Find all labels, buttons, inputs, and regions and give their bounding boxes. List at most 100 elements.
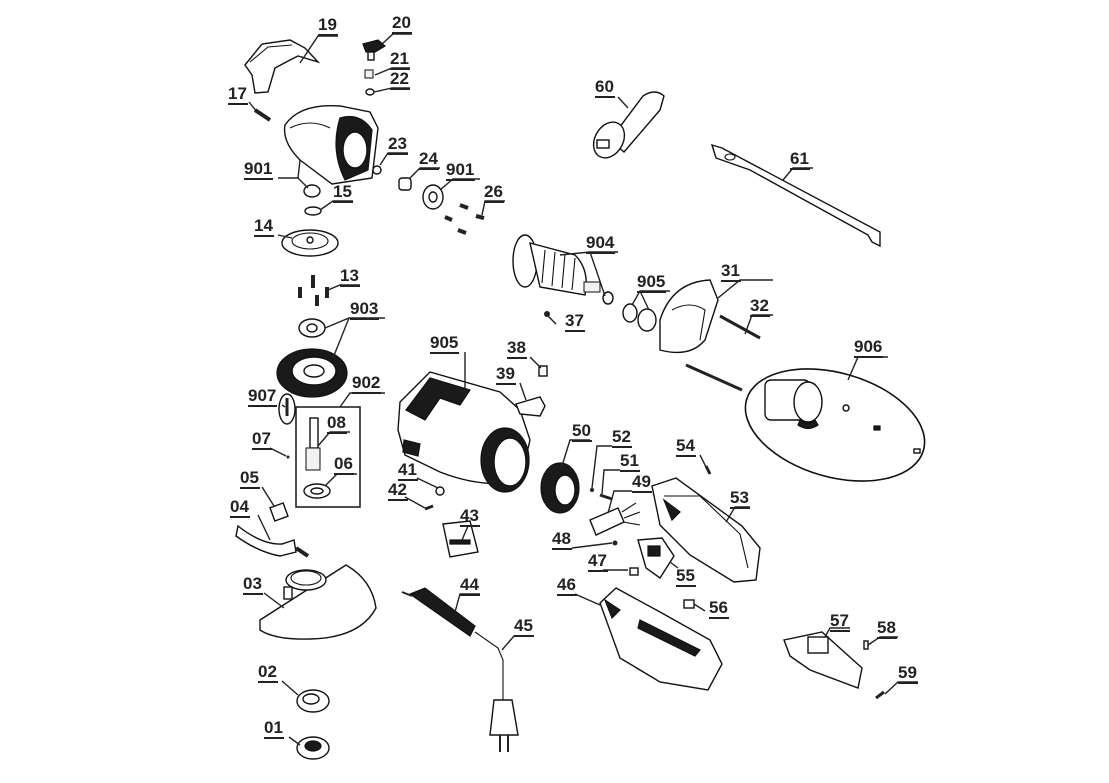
part-label-55: 55 [676, 566, 696, 587]
part-label-904: 904 [586, 233, 616, 254]
part-21-spring [364, 69, 374, 79]
part-60-side-handle [592, 91, 665, 159]
part-label-24: 24 [419, 149, 439, 170]
part-19-cover [244, 39, 321, 94]
part-label-23: 23 [388, 134, 408, 155]
part-label-20: 20 [392, 13, 412, 34]
part-57-switch-bracket [783, 631, 863, 689]
part-label-903: 903 [350, 299, 380, 320]
part-41-clip [435, 486, 445, 496]
part-901-bearing [422, 184, 444, 210]
part-label-905-bearings: 905 [637, 272, 667, 293]
part-label-07: 07 [252, 429, 272, 450]
part-23-pin [372, 165, 382, 175]
part-label-43: 43 [460, 506, 480, 527]
part-label-45: 45 [514, 616, 534, 637]
part-01-nut [296, 736, 330, 760]
part-901-gear-housing [283, 104, 379, 185]
part-52-pin [590, 488, 594, 492]
part-label-56: 56 [709, 598, 729, 619]
part-label-61: 61 [790, 149, 810, 170]
part-label-59: 59 [898, 663, 918, 684]
part-55-switch [637, 537, 675, 579]
part-50-bearing-cover [540, 462, 580, 514]
part-label-39: 39 [496, 364, 516, 385]
part-label-51: 51 [620, 451, 640, 472]
part-906-stator [744, 368, 926, 482]
part-02-flange [296, 689, 330, 713]
part-label-19: 19 [318, 15, 338, 36]
part-05-nut [269, 502, 289, 522]
part-54-screw [704, 465, 712, 475]
part-label-05: 05 [240, 468, 260, 489]
part-label-901-housing: 901 [244, 159, 274, 180]
part-label-50: 50 [572, 421, 592, 442]
part-45-power-cord [474, 631, 519, 752]
part-59-spring [875, 690, 885, 700]
part-04-guard-lever [235, 524, 310, 558]
part-03-wheel-guard [259, 564, 377, 640]
part-46-handle-half [599, 587, 723, 691]
part-label-907: 907 [248, 386, 278, 407]
part-label-22: 22 [390, 69, 410, 90]
part-label-54: 54 [676, 436, 696, 457]
part-51-screw [599, 493, 613, 501]
part-20-lock-button [362, 39, 387, 61]
part-label-48: 48 [552, 529, 572, 550]
part-label-32: 32 [750, 296, 770, 317]
part-32-screw-2 [685, 363, 743, 392]
part-label-21: 21 [390, 49, 410, 70]
part-label-47: 47 [588, 551, 608, 572]
part-26-screws [444, 203, 485, 235]
part-label-44: 44 [460, 575, 480, 596]
part-label-38: 38 [507, 338, 527, 359]
part-905-bearing-pair [622, 303, 657, 332]
part-label-13: 13 [340, 266, 360, 287]
part-label-53: 53 [730, 488, 750, 509]
part-label-15: 15 [333, 182, 353, 203]
part-907-screw-set [278, 393, 296, 425]
part-label-46: 46 [557, 575, 577, 596]
part-47-cap [629, 567, 639, 576]
part-49-suppressor [589, 502, 641, 536]
part-label-37: 37 [565, 311, 585, 332]
part-904-armature [512, 234, 614, 305]
part-07-key [286, 455, 290, 459]
part-13-screws [298, 275, 329, 306]
part-label-60: 60 [595, 77, 615, 98]
part-label-58: 58 [877, 618, 897, 639]
part-61-pin-wrench [710, 143, 881, 248]
part-label-902: 902 [352, 373, 382, 394]
part-label-57: 57 [830, 611, 850, 632]
part-24-bushing [398, 177, 412, 191]
part-42-screw [424, 504, 434, 511]
part-label-26: 26 [484, 182, 504, 203]
part-48-screw [612, 540, 618, 546]
part-label-31: 31 [721, 261, 741, 282]
part-22-clip [365, 88, 375, 96]
part-17-screw [253, 108, 272, 122]
part-39-brush-holder [515, 396, 546, 417]
part-58-screw [863, 640, 869, 650]
part-903-bearing [298, 318, 326, 338]
part-32-screw [719, 314, 761, 340]
part-label-906: 906 [854, 337, 884, 358]
part-56-capacitor [683, 599, 695, 609]
part-15-washer [304, 206, 322, 216]
part-38-brush [538, 365, 548, 377]
part-44-cable-sleeve [401, 587, 476, 637]
part-14-bevel-gear [281, 229, 339, 257]
part-label-08: 08 [327, 413, 347, 434]
part-label-905-housing: 905 [430, 333, 460, 354]
part-label-52: 52 [612, 427, 632, 448]
part-label-41: 41 [398, 460, 418, 481]
part-905-motor-housing [397, 371, 531, 493]
part-label-42: 42 [388, 480, 408, 501]
part-label-06: 06 [334, 454, 354, 475]
part-label-49: 49 [632, 472, 652, 493]
part-label-03: 03 [243, 574, 263, 595]
part-31-air-guide [659, 279, 719, 354]
part-902-spindle-set-box [295, 406, 361, 508]
